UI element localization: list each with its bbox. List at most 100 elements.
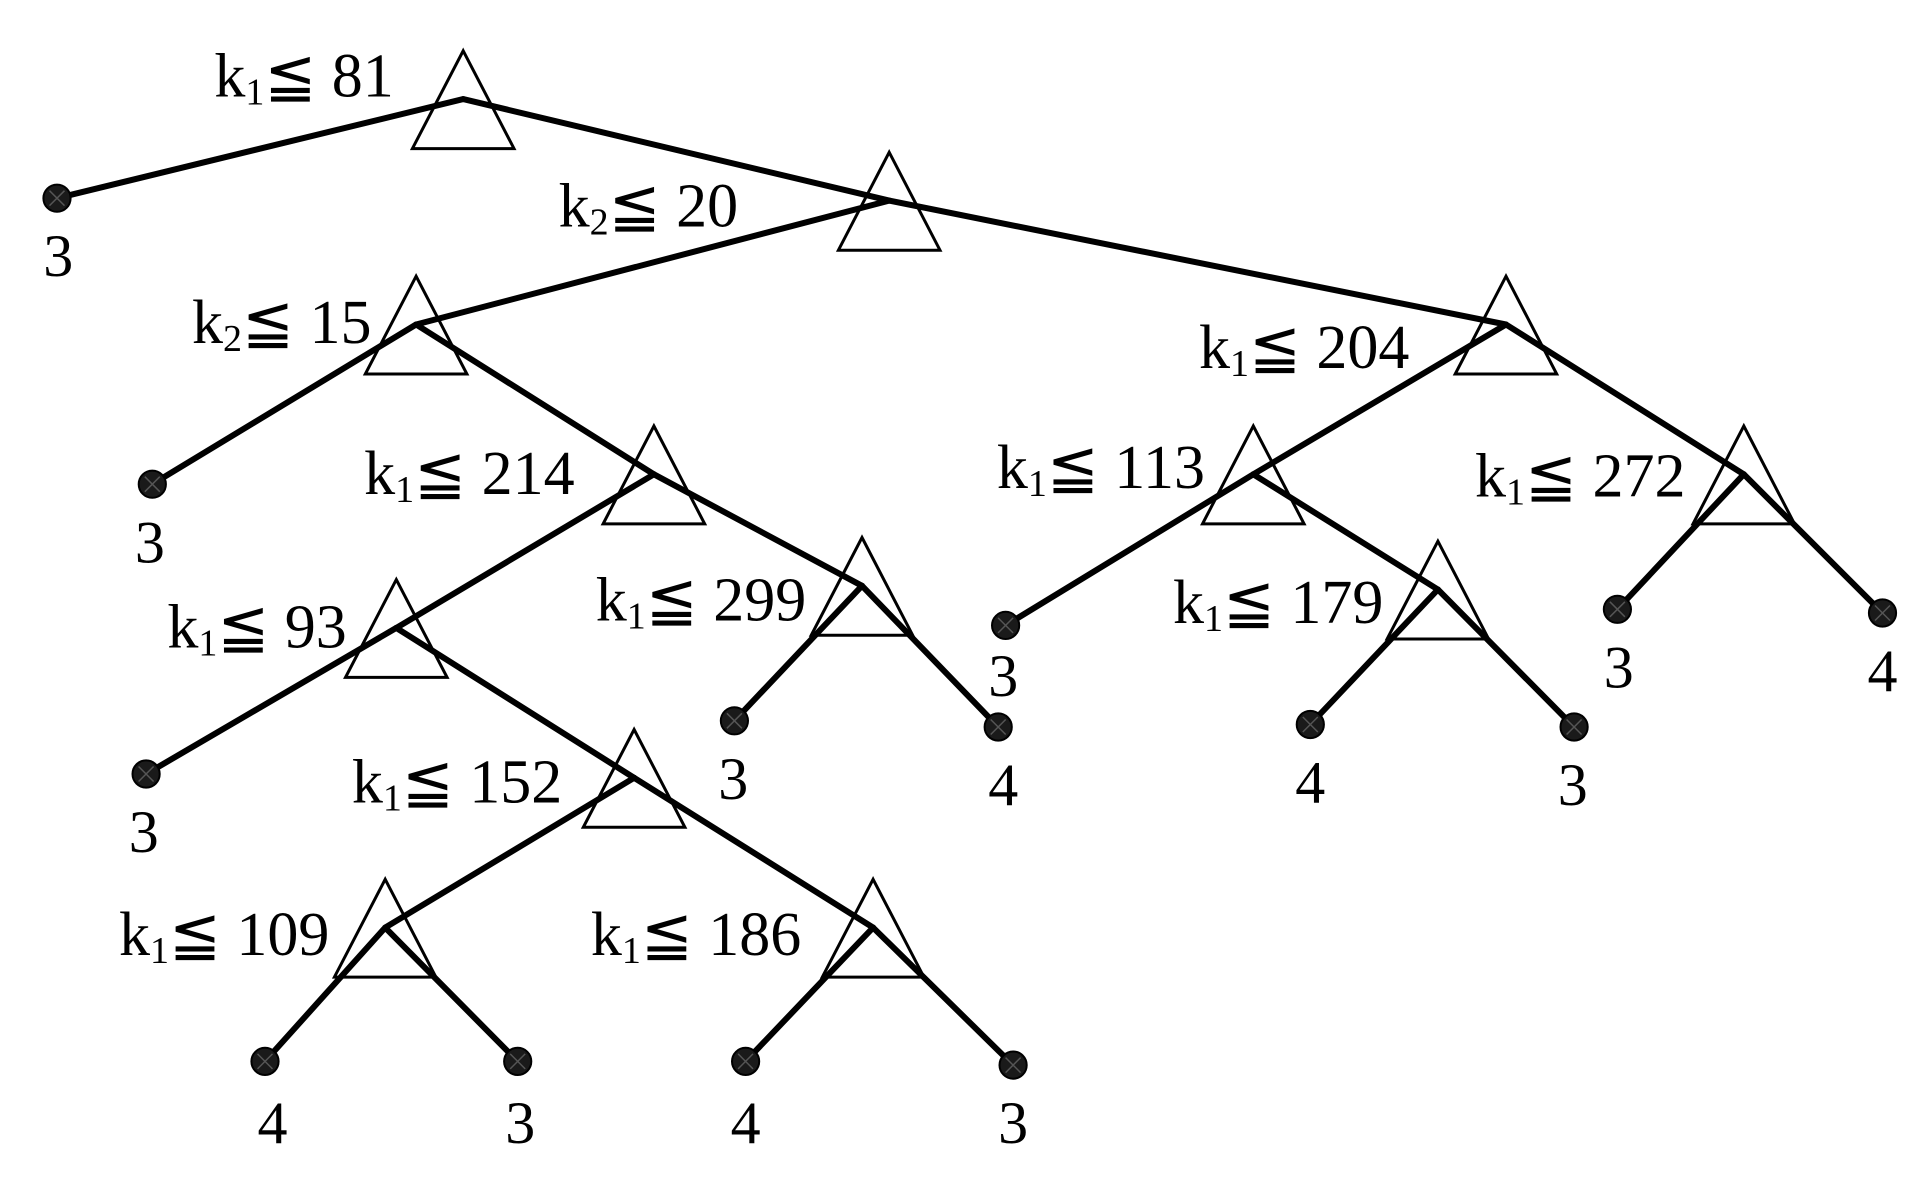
- split-condition-label: k2≦ 20: [559, 173, 738, 244]
- split-node: k1≦ 272: [1475, 422, 1797, 526]
- split-node: k1≦ 204: [1199, 272, 1560, 385]
- split-condition-label: k1≦ 214: [364, 440, 574, 511]
- tree-edge: [1250, 321, 1509, 478]
- leaf-node: 4: [983, 712, 1018, 818]
- split-condition-label: k1≦ 299: [596, 567, 806, 638]
- split-condition-label: k2≦ 15: [192, 289, 371, 360]
- split-condition-label: k1≦ 152: [352, 749, 562, 820]
- split-threshold-value: 204: [1301, 314, 1410, 382]
- split-condition-label: k1≦ 113: [997, 434, 1205, 505]
- split-threshold-value: 179: [1275, 569, 1384, 637]
- split-operator: ≦: [402, 749, 454, 817]
- split-node-triangle-icon: [580, 726, 688, 829]
- split-variable: k: [1475, 443, 1506, 511]
- split-node-triangle-icon: [600, 422, 708, 526]
- split-variable: k: [997, 434, 1028, 502]
- split-variable: k: [119, 901, 150, 969]
- split-node-triangle-icon: [819, 876, 927, 979]
- split-node: k1≦ 179: [1173, 537, 1492, 641]
- split-threshold-value: 152: [454, 749, 563, 817]
- split-condition-label: k1≦ 204: [1199, 314, 1409, 385]
- leaf-node: 3: [42, 183, 73, 289]
- split-node: k1≦ 299: [596, 534, 916, 638]
- tree-edges: [54, 96, 1886, 1069]
- leaf-node: 3: [998, 1050, 1028, 1156]
- split-variable-subscript: 1: [383, 778, 402, 820]
- split-node: k1≦ 214: [364, 422, 708, 526]
- tree-edge: [413, 197, 893, 328]
- split-variable-subscript: 2: [223, 318, 242, 360]
- tree-edge: [870, 924, 1017, 1069]
- split-node: k1≦ 113: [997, 422, 1307, 526]
- split-threshold-value: 272: [1577, 443, 1686, 511]
- leaf-class-label: 4: [1868, 638, 1898, 704]
- leaf-node: 3: [135, 469, 167, 575]
- leaf-node: 3: [503, 1046, 535, 1156]
- tree-edge: [382, 774, 638, 931]
- leaf-node: 3: [129, 759, 161, 865]
- tree-edge: [1307, 586, 1441, 728]
- split-node-triangle-icon: [1384, 537, 1492, 641]
- split-threshold-value: 93: [269, 594, 347, 662]
- tree-edge: [1002, 471, 1257, 629]
- tree-edge: [1434, 586, 1578, 730]
- split-condition-label: k1≦ 179: [1173, 569, 1383, 640]
- split-node-triangle-icon: [1690, 422, 1797, 526]
- tree-edge: [143, 624, 400, 777]
- split-variable: k: [1199, 314, 1230, 382]
- split-condition-label: k1≦ 186: [591, 901, 801, 972]
- leaf-class-label: 4: [258, 1090, 288, 1156]
- split-variable: k: [364, 440, 395, 508]
- leaf-node: 3: [1558, 712, 1589, 818]
- split-condition-label: k1≦ 109: [119, 901, 329, 972]
- split-operator: ≦: [646, 567, 698, 635]
- split-variable-subscript: 1: [245, 72, 264, 114]
- leaf-class-label: 3: [43, 223, 73, 289]
- leaf-cross-mark: [1609, 601, 1626, 618]
- split-operator: ≦: [169, 901, 221, 969]
- split-threshold-value: 20: [661, 173, 739, 241]
- split-node: k2≦ 20: [559, 149, 943, 252]
- tree-edge: [1740, 471, 1886, 616]
- leaf-class-label: 3: [135, 509, 165, 575]
- split-variable: k: [591, 901, 622, 969]
- leaf-node: 4: [1868, 598, 1898, 704]
- leaf-class-label: 3: [988, 643, 1018, 709]
- split-node: k1≦ 152: [352, 726, 688, 829]
- leaf-class-label: 3: [505, 1090, 535, 1156]
- split-variable-subscript: 1: [622, 930, 641, 972]
- split-operator: ≦: [217, 594, 269, 662]
- leaf-cross-mark: [48, 190, 66, 207]
- leaf-node: 4: [1295, 709, 1325, 816]
- split-variable-subscript: 1: [395, 469, 414, 511]
- tree-edge: [149, 321, 420, 488]
- split-variable-subscript: 1: [1028, 463, 1047, 505]
- split-operator: ≦: [242, 289, 294, 357]
- split-node-triangle-icon: [835, 149, 943, 252]
- split-node-triangle-icon: [331, 876, 439, 979]
- split-condition-label: k1≦ 93: [167, 594, 346, 665]
- tree-edge: [1250, 471, 1441, 593]
- tree-edge: [262, 924, 389, 1065]
- split-operator: ≦: [1525, 443, 1577, 511]
- leaf-class-label: 4: [988, 752, 1018, 818]
- split-variable-subscript: 2: [590, 202, 609, 244]
- split-threshold-value: 214: [466, 440, 575, 508]
- leaf-cross-mark: [990, 718, 1007, 736]
- leaf-cross-mark: [1005, 1057, 1022, 1074]
- leaf-cross-mark: [138, 765, 155, 783]
- leaf-class-label: 3: [129, 799, 159, 865]
- split-node: k1≦ 186: [591, 876, 927, 979]
- split-node-triangle-icon: [343, 576, 450, 679]
- split-condition-label: k1≦ 81: [214, 43, 393, 114]
- leaf-class-label: 3: [1604, 634, 1634, 700]
- split-variable: k: [352, 749, 383, 817]
- leaf-node: 4: [250, 1046, 288, 1156]
- split-threshold-value: 186: [693, 901, 802, 969]
- leaf-cross-mark: [737, 1053, 754, 1070]
- split-threshold-value: 109: [221, 901, 330, 969]
- split-node: k1≦ 93: [167, 576, 450, 679]
- split-variable-subscript: 1: [627, 596, 646, 638]
- tree-edge: [460, 96, 893, 204]
